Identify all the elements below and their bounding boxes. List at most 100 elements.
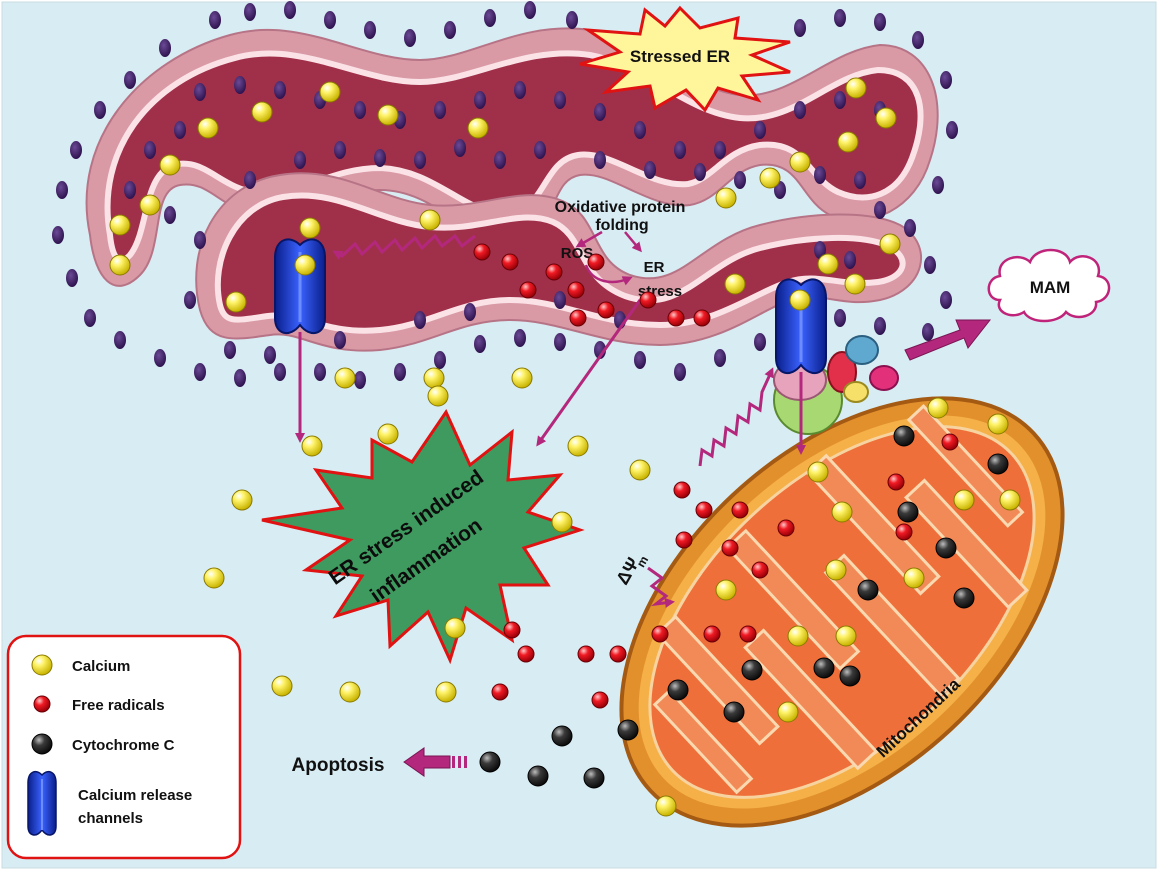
ribosome bbox=[794, 101, 806, 119]
legend-item-free-radicals: Free radicals bbox=[33, 695, 165, 714]
free-radical bbox=[639, 291, 657, 309]
calcium-ion bbox=[715, 187, 737, 209]
calcium-ion bbox=[807, 461, 829, 483]
ribosome bbox=[714, 141, 726, 159]
free-radical bbox=[887, 473, 905, 491]
cytochrome-c-molecule bbox=[551, 725, 573, 747]
free-radical bbox=[491, 683, 509, 701]
ribosome bbox=[734, 171, 746, 189]
calcium-ion bbox=[139, 194, 161, 216]
cytochrome-c-molecule bbox=[583, 767, 605, 789]
calcium-ion bbox=[301, 435, 323, 457]
ribosome bbox=[874, 201, 886, 219]
mam-cloud-shape bbox=[987, 248, 1111, 323]
ribosome bbox=[484, 9, 496, 27]
cytochrome-c-molecule bbox=[617, 719, 639, 741]
legend-label-calcium-release-channels-line2: channels bbox=[78, 810, 143, 827]
calcium-ion bbox=[444, 617, 466, 639]
calcium-ion bbox=[551, 511, 573, 533]
calcium-ion bbox=[789, 151, 811, 173]
ribosome bbox=[554, 333, 566, 351]
calcium-ion bbox=[435, 681, 457, 703]
ribosome bbox=[244, 3, 256, 21]
cytochrome-c-molecules bbox=[479, 425, 1009, 789]
delta-psi-zigzag-arrow bbox=[647, 566, 675, 608]
cytochrome-c-molecule bbox=[857, 579, 879, 601]
calcium-ion bbox=[377, 423, 399, 445]
ribosome bbox=[594, 103, 606, 121]
legend-label-free-radicals: Free radicals bbox=[72, 697, 165, 714]
free-radical bbox=[517, 645, 535, 663]
free-radical bbox=[675, 531, 693, 549]
ribosome bbox=[464, 303, 476, 321]
calcium-ion bbox=[987, 413, 1009, 435]
calcium-release-channel-left bbox=[274, 238, 326, 334]
calcium-icon bbox=[31, 654, 53, 676]
ribosome bbox=[124, 71, 136, 89]
ribosome bbox=[194, 231, 206, 249]
calcium-ion bbox=[927, 397, 949, 419]
ribosome bbox=[314, 363, 326, 381]
ribosome bbox=[294, 151, 306, 169]
free-radical bbox=[609, 645, 627, 663]
legend-box bbox=[6, 634, 242, 860]
calcium-ion bbox=[999, 489, 1021, 511]
ribosome bbox=[434, 101, 446, 119]
free-radical bbox=[777, 519, 795, 537]
ribosome bbox=[814, 166, 826, 184]
ribosome bbox=[834, 309, 846, 327]
ribosome bbox=[154, 349, 166, 367]
ribosome bbox=[56, 181, 68, 199]
calcium-ion bbox=[319, 81, 341, 103]
calcium-ion bbox=[467, 117, 489, 139]
calcium-ion bbox=[109, 214, 131, 236]
ribosome bbox=[174, 121, 186, 139]
calcium-ion bbox=[953, 489, 975, 511]
ribosome bbox=[634, 351, 646, 369]
calcium-ion bbox=[629, 459, 651, 481]
ribosome bbox=[844, 251, 856, 269]
calcium-ion bbox=[299, 217, 321, 239]
ribosome bbox=[70, 141, 82, 159]
cytochrome-c-molecule bbox=[723, 701, 745, 723]
free-radical bbox=[597, 301, 615, 319]
free-radical bbox=[587, 253, 605, 271]
ribosome bbox=[814, 241, 826, 259]
ribosome bbox=[52, 226, 64, 244]
oxidative-protein-folding-label-line2: folding bbox=[595, 217, 648, 234]
ribosome bbox=[904, 219, 916, 237]
ribosome bbox=[274, 363, 286, 381]
calcium-ion bbox=[251, 101, 273, 123]
ribosome bbox=[114, 331, 126, 349]
cytochrome-c-molecule bbox=[667, 679, 689, 701]
calcium-ion bbox=[724, 273, 746, 295]
ribosome bbox=[514, 329, 526, 347]
ribosome bbox=[234, 369, 246, 387]
ros-label: ROS bbox=[561, 245, 594, 262]
calcium-channel-icon bbox=[27, 770, 57, 836]
inflammation-burst-shape bbox=[261, 408, 585, 665]
ribosome bbox=[234, 76, 246, 94]
ribosome bbox=[414, 311, 426, 329]
ribosome bbox=[554, 291, 566, 309]
calcium-ion bbox=[197, 117, 219, 139]
free-radical bbox=[577, 645, 595, 663]
calcium-ion bbox=[837, 131, 859, 153]
ribosome bbox=[264, 346, 276, 364]
ribosome bbox=[834, 9, 846, 27]
legend-label-cytochrome-c: Cytochrome C bbox=[72, 737, 175, 754]
ribosome bbox=[354, 371, 366, 389]
free-radical bbox=[501, 253, 519, 271]
calcium-ion bbox=[339, 681, 361, 703]
ribosome bbox=[454, 139, 466, 157]
calcium-ion bbox=[271, 675, 293, 697]
free-radical bbox=[503, 621, 521, 639]
ribosome bbox=[514, 81, 526, 99]
calcium-ion bbox=[715, 579, 737, 601]
ribosome bbox=[940, 71, 952, 89]
mam-label: MAM bbox=[1030, 278, 1071, 297]
calcium-ion bbox=[225, 291, 247, 313]
ribosome bbox=[524, 1, 536, 19]
legend-item-calcium-release-channels: Calcium release channels bbox=[27, 770, 192, 836]
ribosome bbox=[184, 291, 196, 309]
